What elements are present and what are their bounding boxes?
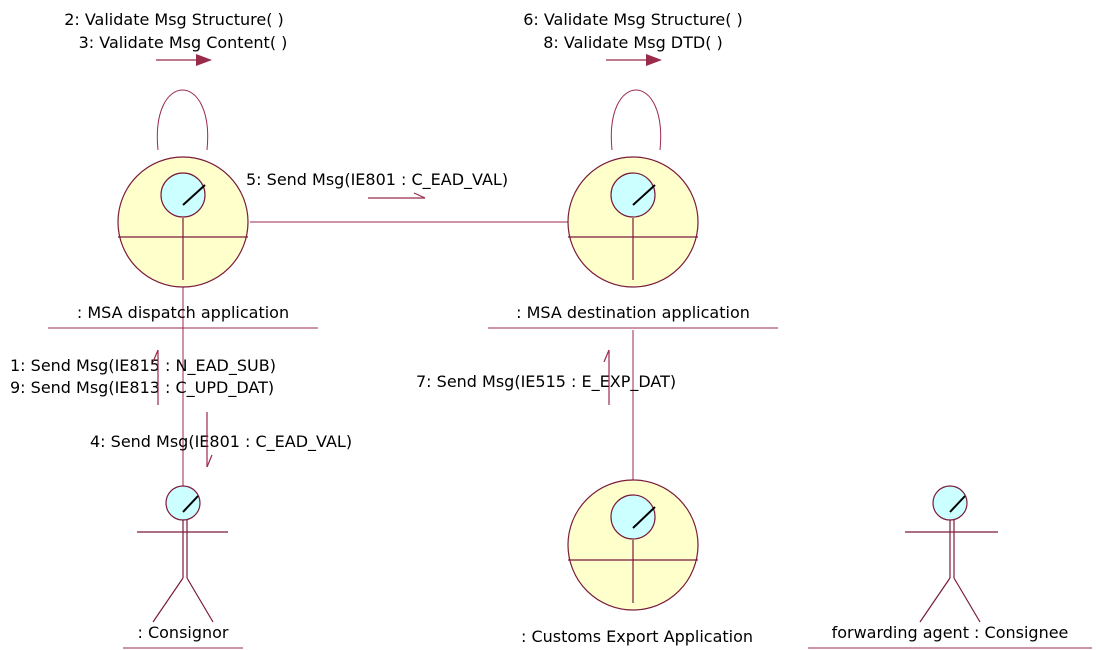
consignee-actor[interactable] [905, 485, 998, 623]
message-4-label: 4: Send Msg(IE801 : C_EAD_VAL) [90, 432, 352, 452]
message-5-arrow [368, 192, 426, 199]
message-7-arrow [603, 349, 610, 405]
message-1-label: 1: Send Msg(IE815 : N_EAD_SUB) [10, 356, 276, 376]
message-5-label: 5: Send Msg(IE801 : C_EAD_VAL) [246, 170, 508, 190]
dispatch-object[interactable] [117, 156, 249, 288]
self-loop-dispatch [156, 89, 209, 151]
destination-object[interactable] [567, 156, 699, 288]
message-9-label: 9: Send Msg(IE813 : C_UPD_DAT) [10, 378, 274, 398]
message-2-label: 2: Validate Msg Structure( ) [64, 10, 284, 29]
message-7-label: 7: Send Msg(IE515 : E_EXP_DAT) [416, 372, 676, 392]
consignor-label: : Consignor [137, 623, 228, 642]
dispatch-label: : MSA dispatch application [77, 303, 289, 322]
self-message-arrow-destination [606, 54, 662, 66]
destination-label: : MSA destination application [516, 303, 750, 322]
self-loop-destination [610, 89, 662, 151]
message-8-label: 8: Validate Msg DTD( ) [543, 33, 723, 52]
self-message-arrow-dispatch [156, 54, 212, 66]
message-3-label: 3: Validate Msg Content( ) [79, 33, 288, 52]
customs-object[interactable] [567, 479, 699, 611]
message-4-arrow [206, 412, 213, 468]
consignee-label: forwarding agent : Consignee [832, 623, 1069, 642]
message-6-label: 6: Validate Msg Structure( ) [523, 10, 743, 29]
customs-label: : Customs Export Application [521, 627, 753, 646]
consignor-actor[interactable] [137, 485, 228, 623]
message-1-arrow [152, 349, 159, 405]
